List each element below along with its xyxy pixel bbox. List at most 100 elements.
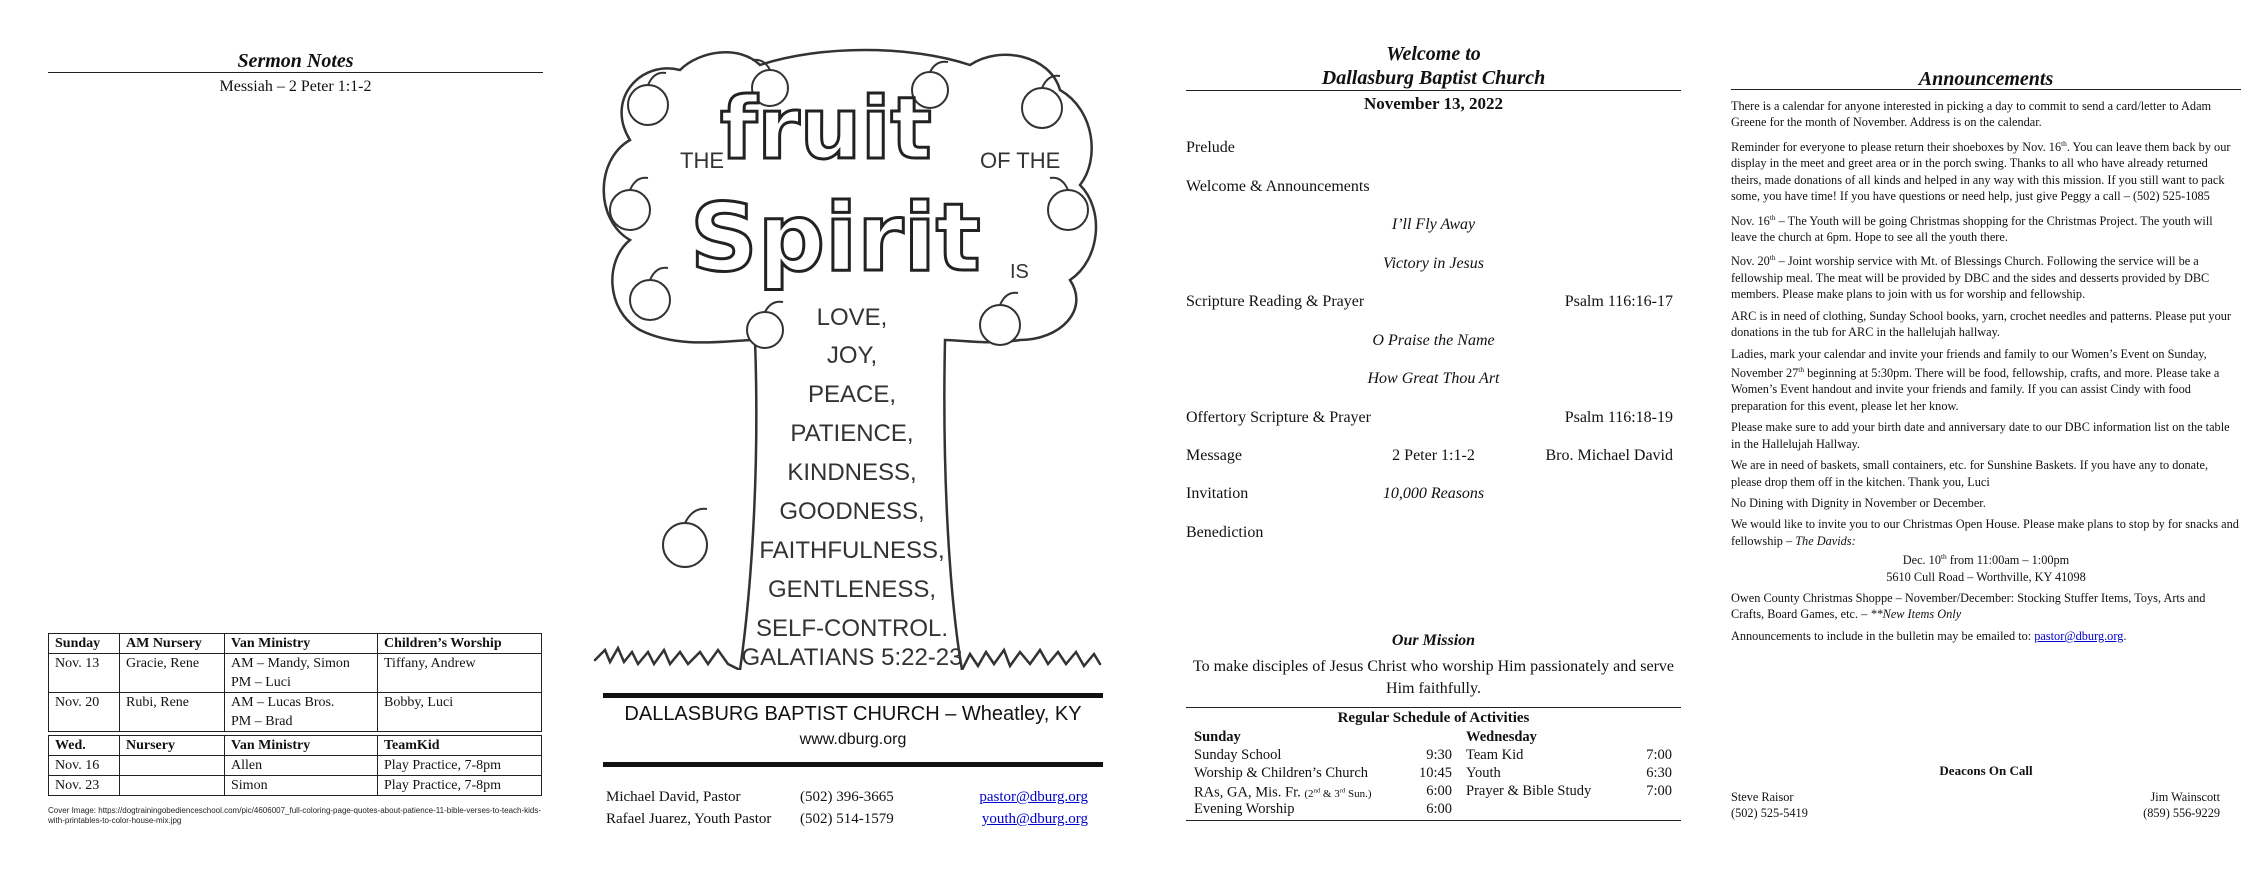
table-cell: Nov. 23 bbox=[48, 775, 120, 796]
order-message: Message bbox=[1186, 447, 1242, 464]
announcement-item: Please make sure to add your birth date … bbox=[1731, 420, 2230, 451]
sermon-notes-title: Sermon Notes bbox=[237, 50, 354, 72]
table-cell: Nov. 13 bbox=[48, 653, 120, 673]
church-website: www.dburg.org bbox=[799, 731, 907, 748]
apple-icon bbox=[1021, 87, 1063, 129]
table-row: Nov. 13 Gracie, Rene AM – Mandy, Simon T… bbox=[48, 653, 542, 673]
order-song: O Praise the Name bbox=[1372, 332, 1495, 349]
deacon-phone: (502) 525-5419 bbox=[1731, 806, 1808, 820]
schedule-item-name: Prayer & Bible Study bbox=[1466, 783, 1592, 799]
table-row: PM – Brad bbox=[48, 712, 542, 732]
apple-icon bbox=[609, 189, 651, 231]
order-song: I’ll Fly Away bbox=[1391, 216, 1476, 233]
announcement-item: Reminder for everyone to please return t… bbox=[1731, 138, 2231, 204]
announcements-rule bbox=[1731, 89, 2241, 90]
schedule-item-time: 9:30 bbox=[1426, 747, 1452, 763]
table-cell: Gracie, Rene bbox=[119, 653, 225, 673]
schedule-sunday-header: Sunday bbox=[1194, 729, 1241, 745]
announcement-item: Nov. 20th – Joint worship service with M… bbox=[1731, 253, 2210, 302]
mission-title: Our Mission bbox=[1391, 632, 1476, 649]
order-invitation: Invitation bbox=[1186, 485, 1249, 502]
apple-icon bbox=[746, 311, 784, 349]
announcement-item: ARC is in need of clothing, Sunday Schoo… bbox=[1731, 308, 2231, 340]
table-cell bbox=[377, 712, 542, 732]
table-cell: Play Practice, 7-8pm bbox=[377, 775, 542, 796]
staff-email-link[interactable]: pastor@dburg.org bbox=[979, 789, 1088, 805]
apple-icon bbox=[979, 304, 1021, 346]
bulletin-email-link[interactable]: pastor@dburg.org bbox=[2034, 628, 2124, 643]
table-cell bbox=[119, 775, 225, 796]
table-cell: AM – Lucas Bros. bbox=[224, 692, 378, 712]
announcement-item: Nov. 16th – The Youth will be going Chri… bbox=[1731, 212, 2213, 245]
header-cell: Sunday bbox=[48, 633, 120, 654]
order-song: Victory in Jesus bbox=[1382, 255, 1484, 272]
schedule-item-name: Sunday School bbox=[1194, 747, 1282, 763]
table-cell bbox=[48, 673, 120, 693]
schedule-rule-top bbox=[1186, 707, 1681, 708]
order-song: How Great Thou Art bbox=[1367, 370, 1500, 387]
apple-icon bbox=[662, 522, 708, 568]
staff-name: Michael David, Pastor bbox=[606, 789, 741, 805]
table-cell: Allen bbox=[224, 755, 378, 776]
sermon-passage: Messiah – 2 Peter 1:1-2 bbox=[219, 78, 372, 95]
virtue-text: GOODNESS, bbox=[779, 498, 924, 525]
welcome-line-2: Dallasburg Baptist Church bbox=[1321, 67, 1546, 89]
schedule-item-name: Team Kid bbox=[1466, 747, 1524, 763]
schedule-item-name: Youth bbox=[1466, 765, 1501, 781]
table-cell bbox=[377, 673, 542, 693]
apple-icon bbox=[911, 71, 949, 109]
table-cell: AM – Mandy, Simon bbox=[224, 653, 378, 673]
schedule-item-time: 10:45 bbox=[1418, 765, 1452, 781]
schedule-item-note: (2nd & 3rd Sun.) bbox=[1304, 787, 1372, 800]
table-row: PM – Luci bbox=[48, 673, 542, 693]
announcement-item: Ladies, mark your calendar and invite yo… bbox=[1731, 346, 2220, 413]
header-cell: Wed. bbox=[48, 735, 120, 756]
order-invitation-song: 10,000 Reasons bbox=[1382, 485, 1485, 502]
virtue-text: SELF-CONTROL. bbox=[756, 615, 948, 642]
header-cell: Nursery bbox=[119, 735, 225, 756]
table-cell: Simon bbox=[224, 775, 378, 796]
announcement-item: There is a calendar for anyone intereste… bbox=[1731, 99, 2212, 130]
schedule-item-time: 6:00 bbox=[1426, 801, 1452, 817]
announcements-title: Announcements bbox=[1918, 68, 2054, 90]
header-cell: Van Ministry bbox=[224, 633, 378, 654]
apple-icon bbox=[627, 84, 669, 126]
table-cell bbox=[119, 673, 225, 693]
order-scripture-ref: Psalm 116:16-17 bbox=[1564, 293, 1673, 310]
order-message-ref: 2 Peter 1:1-2 bbox=[1392, 447, 1475, 464]
staff-name: Rafael Juarez, Youth Pastor bbox=[606, 811, 772, 827]
table-cell: PM – Brad bbox=[224, 712, 378, 732]
table-cell bbox=[48, 712, 120, 732]
virtue-text: KINDNESS, bbox=[787, 459, 916, 486]
fruit-of-the-spirit-illustration: THE fruit OF THE Spirit IS LOVE, JOY, PE… bbox=[593, 48, 1102, 670]
sermon-notes-rule bbox=[48, 72, 543, 73]
table-cell: Nov. 16 bbox=[48, 755, 120, 776]
art-fruit: fruit bbox=[720, 79, 932, 179]
staff-email-link[interactable]: youth@dburg.org bbox=[981, 811, 1088, 827]
announcements-body: There is a calendar for anyone intereste… bbox=[1731, 98, 2241, 649]
table-cell: Nov. 20 bbox=[48, 692, 120, 712]
mission-text: To make disciples of Jesus Christ who wo… bbox=[1192, 658, 1675, 697]
schedule-item-name: Worship & Children’s Church bbox=[1194, 765, 1369, 781]
verse-reference: GALATIANS 5:22-23 bbox=[742, 644, 963, 670]
deacon-right: Jim Wainscott (859) 556-9229 bbox=[2040, 789, 2220, 821]
schedule-item-name-ras: RAs, GA, Mis. Fr. (2nd & 3rd Sun.) bbox=[1194, 782, 1372, 803]
virtue-text: JOY, bbox=[827, 342, 877, 369]
header-cell: Van Ministry bbox=[224, 735, 378, 756]
schedule-item-time: 7:00 bbox=[1646, 747, 1672, 763]
art-of-the: OF THE bbox=[980, 148, 1060, 173]
schedule-item-time: 6:30 bbox=[1646, 765, 1672, 781]
header-cell: Children’s Worship bbox=[377, 633, 542, 654]
table-row: Nov. 16 Allen Play Practice, 7-8pm bbox=[48, 755, 542, 776]
virtue-text: PEACE, bbox=[808, 381, 896, 408]
schedule-rule-bottom bbox=[1186, 820, 1681, 821]
order-welcome: Welcome & Announcements bbox=[1186, 178, 1370, 195]
apple-icon bbox=[1047, 189, 1089, 231]
virtue-text: LOVE, bbox=[817, 304, 888, 331]
art-spirit: Spirit bbox=[690, 184, 981, 293]
schedule-item-name: Evening Worship bbox=[1194, 801, 1295, 817]
staff-phone: (502) 396-3665 bbox=[800, 789, 894, 805]
art-is: IS bbox=[1010, 261, 1029, 283]
deacon-name: Jim Wainscott bbox=[2150, 790, 2221, 804]
virtues-list: LOVE, JOY, PEACE, PATIENCE, KINDNESS, GO… bbox=[742, 304, 963, 670]
